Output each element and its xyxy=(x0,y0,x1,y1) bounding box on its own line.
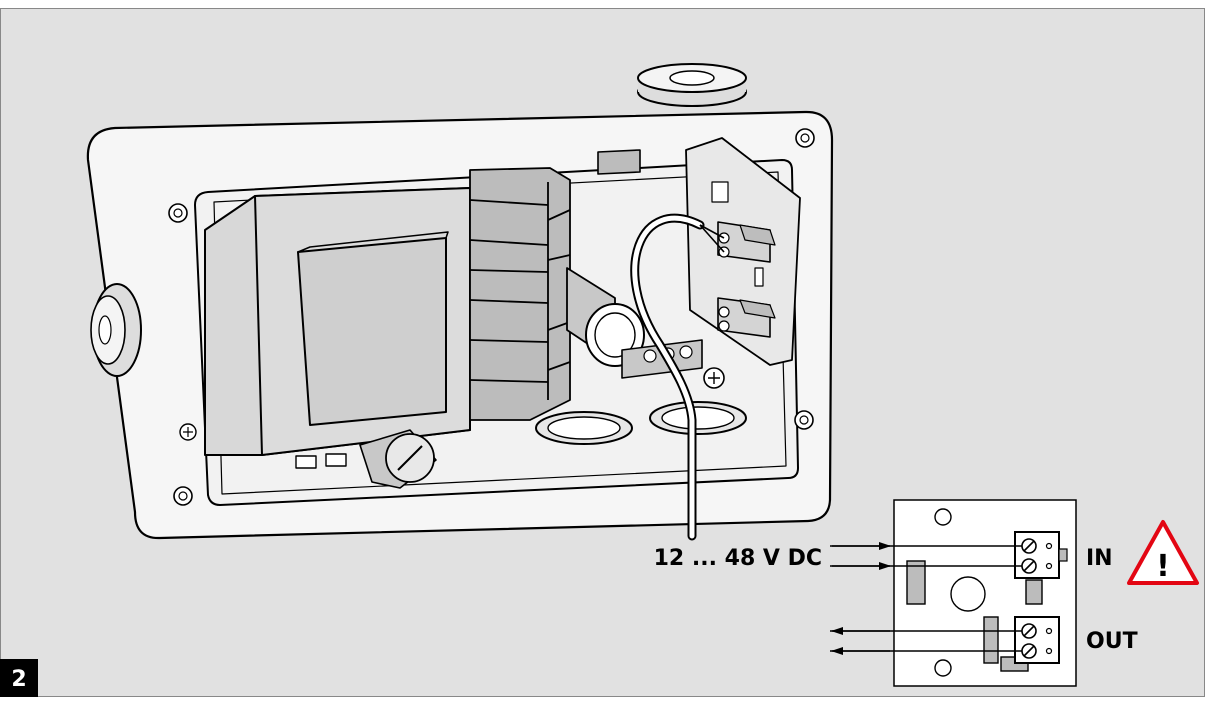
corner-screw-bl xyxy=(173,486,193,506)
component-out-bar xyxy=(983,616,999,664)
pcb-terminal-in xyxy=(717,221,776,263)
pcb-board xyxy=(685,137,801,366)
power-cable xyxy=(630,213,725,541)
figure-number-badge: 2 xyxy=(0,659,38,697)
warning-symbol: ! xyxy=(1156,549,1170,584)
pcb-terminal-out xyxy=(717,297,776,338)
mount-hole-top xyxy=(934,508,952,526)
transformer xyxy=(204,187,471,469)
fuse-holder xyxy=(359,429,437,489)
screw-terminal-icon xyxy=(1014,531,1060,579)
corner-screw-tr xyxy=(795,128,815,148)
bracket-top xyxy=(597,149,641,175)
warning-triangle-icon: ! xyxy=(1127,520,1199,585)
figure-number: 2 xyxy=(11,667,26,692)
earth-screw xyxy=(703,367,725,389)
floor-gland-right xyxy=(649,401,747,435)
inner-screw-bl xyxy=(179,423,197,441)
floor-gland-left xyxy=(535,411,633,445)
in-label: IN xyxy=(1086,546,1113,571)
terminal-strip xyxy=(621,339,703,379)
cable-gland-left xyxy=(90,283,142,377)
corner-screw-tl xyxy=(168,203,188,223)
terminal-tab xyxy=(1058,548,1068,562)
heat-sink xyxy=(469,167,571,421)
voltage-label: 12 ... 48 V DC xyxy=(654,546,822,571)
enclosure xyxy=(86,63,834,541)
wiring-detail: 12 ... 48 V DC IN OUT ! xyxy=(654,499,1199,687)
out-label: OUT xyxy=(1086,629,1138,654)
component-left xyxy=(906,560,926,605)
screw-terminal-icon xyxy=(1014,616,1060,664)
cable-gland-top xyxy=(637,63,747,107)
corner-screw-br xyxy=(794,410,814,430)
component-right xyxy=(1025,579,1043,605)
mount-hole-bottom xyxy=(934,659,952,677)
center-hole xyxy=(950,576,986,612)
